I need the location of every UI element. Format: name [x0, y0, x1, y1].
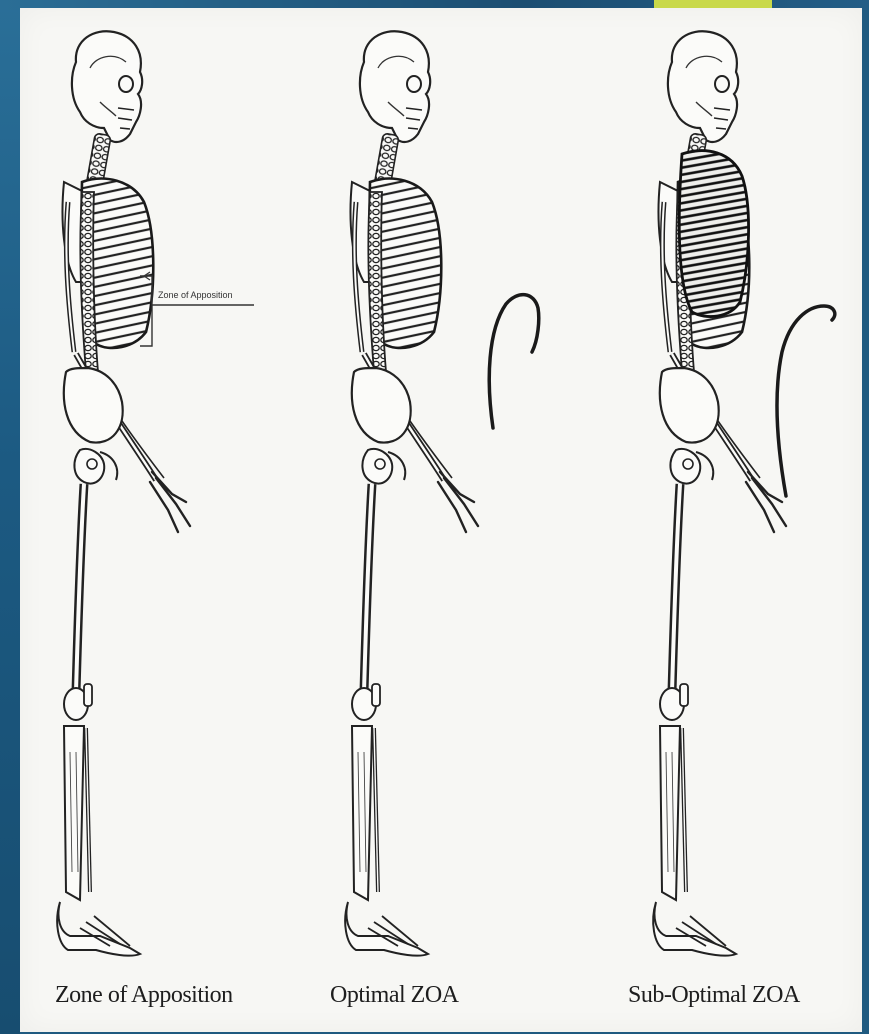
diaphragm-curve-optimal	[489, 295, 538, 428]
zoa-callout-label: Zone of Apposition	[158, 290, 233, 300]
caption-zone-of-apposition: Zone of Apposition	[55, 982, 233, 1009]
caption-suboptimal-zoa: Sub-Optimal ZOA	[628, 982, 800, 1009]
skeleton-zoa	[57, 31, 190, 955]
sub-ribcage-overlay	[679, 151, 748, 317]
skeleton-optimal	[345, 31, 478, 955]
zoa-callout: Zone of Apposition	[140, 272, 254, 346]
diaphragm-curve-suboptimal	[777, 306, 835, 496]
caption-optimal-zoa: Optimal ZOA	[330, 982, 458, 1009]
